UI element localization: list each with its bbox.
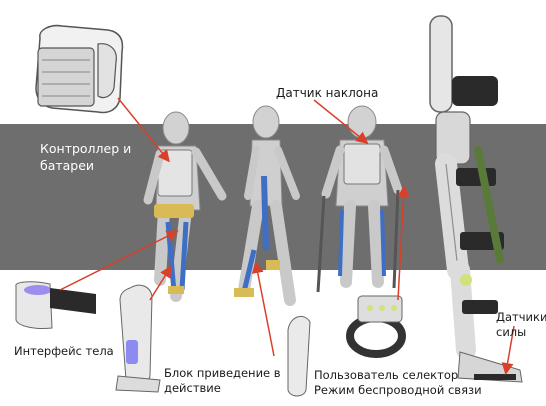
label-selector: Пользователь селектор Режим беспроводной… — [314, 368, 482, 398]
exoskeleton-side-view — [429, 15, 523, 383]
label-selector-line2: Режим беспроводной связи — [314, 383, 482, 397]
body-interface-image — [15, 281, 96, 329]
label-selector-line1: Пользователь селектор — [314, 368, 459, 382]
label-controller: Контроллер и батареи — [40, 140, 131, 174]
arrow-actuator-2 — [251, 261, 275, 357]
walking-figure-1 — [143, 111, 227, 302]
arrow-selector — [397, 185, 410, 301]
actuator-unit-image — [115, 284, 161, 393]
label-force-line2: силы — [496, 325, 527, 339]
walking-figure-2 — [234, 105, 300, 306]
label-actuator-line2: действие — [164, 381, 221, 395]
label-controller-line2: батареи — [40, 158, 95, 173]
label-force-line1: Датчики — [496, 310, 546, 324]
arrow-controller — [117, 97, 170, 163]
label-body-interface: Интерфейс тела — [14, 344, 114, 358]
annotation-arrows — [59, 97, 515, 375]
label-actuator-line1: Блок приведение в — [164, 366, 281, 380]
arrow-body-interface — [59, 230, 179, 291]
selector-remote-image — [287, 315, 311, 397]
arrow-force-sensor — [501, 325, 515, 375]
label-force-sensors: Датчики силы — [496, 310, 546, 340]
label-actuator: Блок приведение в действие — [164, 366, 281, 396]
label-controller-line1: Контроллер и — [40, 141, 132, 156]
arrow-actuator-1 — [149, 265, 172, 301]
walking-figure-3 — [316, 105, 403, 293]
wrist-selector-image — [346, 295, 406, 358]
controller-backpack-image — [35, 24, 124, 114]
arrow-tilt-sensor — [313, 99, 369, 144]
label-tilt-sensor: Датчик наклона — [276, 86, 379, 100]
